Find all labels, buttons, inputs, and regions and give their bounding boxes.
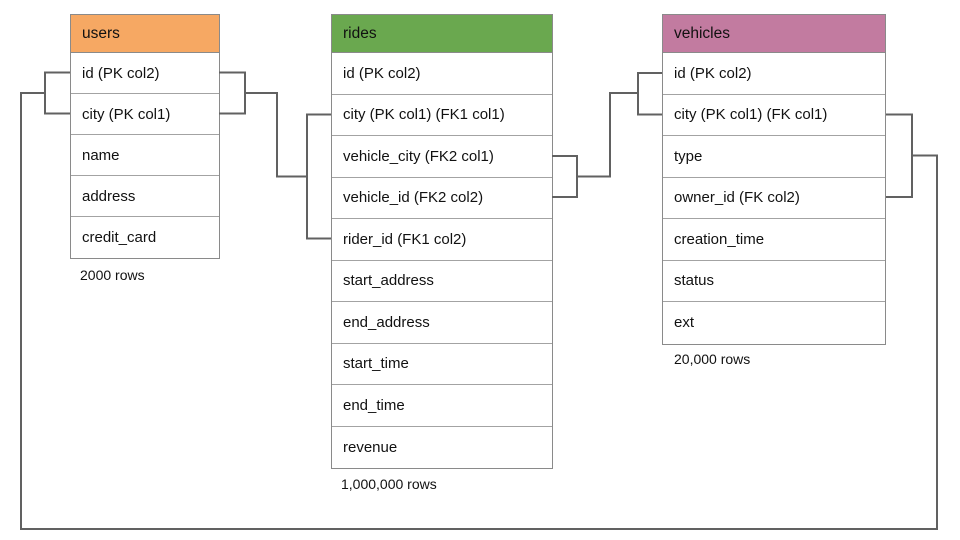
table-users: users id (PK col2) city (PK col1) name a…	[70, 14, 220, 259]
table-row: ext	[674, 314, 695, 332]
table-vehicles-header: vehicles	[663, 15, 885, 53]
vehicles-right-bracket	[886, 113, 913, 198]
users-right-bracket	[219, 71, 246, 115]
table-row: end_time	[332, 385, 552, 427]
table-title: rides	[343, 24, 377, 42]
users-left-bracket	[44, 71, 70, 115]
table-row: id (PK col2)	[71, 53, 219, 94]
table-row: name	[71, 135, 219, 176]
table-row: vehicle_id (FK2 col2)	[332, 178, 552, 219]
table-title: vehicles	[674, 24, 730, 42]
rides-left-bracket	[306, 113, 331, 240]
rides-row-count: 1,000,000 rows	[341, 476, 437, 492]
rides-right-bracket	[552, 155, 578, 198]
vehicles-row-count: 20,000 rows	[674, 351, 751, 367]
table-row: start_time	[332, 344, 552, 385]
table-row: city (PK col1)	[71, 94, 219, 135]
fk-arrow-rides-to-vehicles	[577, 92, 637, 178]
table-row: end_address	[332, 302, 552, 344]
table-row: rider_id (FK1 col2)	[332, 219, 552, 261]
table-row: start_address	[332, 261, 552, 302]
table-rides-header: rides	[332, 15, 552, 53]
table-row: revenue	[343, 438, 398, 456]
table-row: creation_time	[663, 219, 885, 261]
users-row-count: 2000 rows	[80, 267, 145, 283]
table-row: id (PK col2)	[663, 53, 885, 95]
table-row: city (PK col1) (FK col1)	[663, 95, 885, 136]
table-title: users	[82, 24, 120, 42]
table-vehicles: vehicles id (PK col2) city (PK col1) (FK…	[662, 14, 886, 345]
table-row: status	[663, 261, 885, 302]
table-row: address	[71, 176, 219, 217]
vehicles-left-bracket	[637, 72, 662, 116]
table-row: city (PK col1) (FK1 col1)	[332, 95, 552, 136]
fk-arrow-rides-to-users	[246, 92, 307, 178]
table-row: id (PK col2)	[332, 53, 552, 95]
table-row: type	[663, 136, 885, 178]
table-rides: rides id (PK col2) city (PK col1) (FK1 c…	[331, 14, 553, 469]
table-row: owner_id (FK col2)	[663, 178, 885, 219]
table-row: vehicle_city (FK2 col1)	[332, 136, 552, 178]
table-row: credit_card	[82, 229, 157, 246]
table-users-header: users	[71, 15, 219, 53]
